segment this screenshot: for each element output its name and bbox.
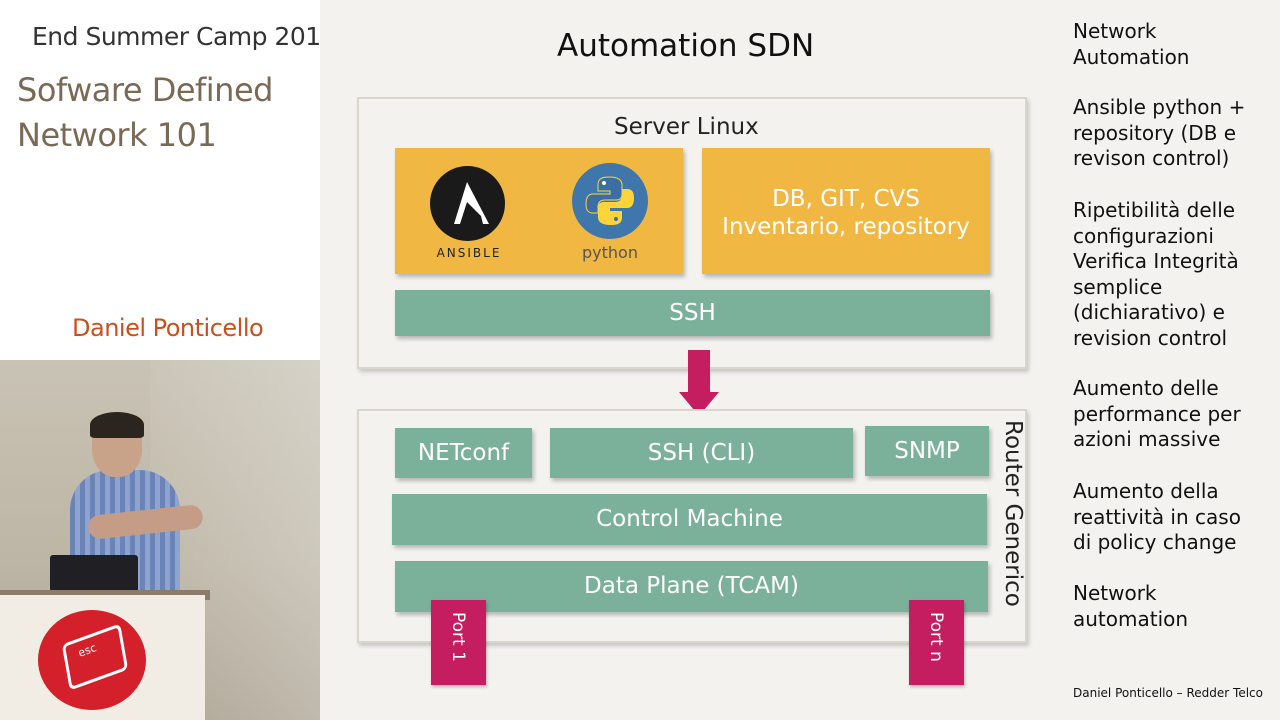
ansible-logo-icon [430, 166, 505, 241]
note-line: repository (DB e [1073, 120, 1237, 145]
note-line: Aumento delle [1073, 376, 1219, 400]
note-line: automation [1073, 606, 1189, 631]
note-ansible-python: Ansible python + repository (DB e reviso… [1073, 95, 1273, 172]
snmp-interface: SNMP [865, 426, 989, 476]
python-logo-icon [572, 163, 648, 239]
control-machine-layer: Control Machine [392, 494, 987, 545]
note-ripetibilita: Ripetibilità delle configurazioni Verifi… [1073, 198, 1273, 351]
slide-title: Automation SDN [557, 28, 815, 64]
note-line: semplice [1073, 274, 1163, 299]
speaker-name: Daniel Ponticello [72, 314, 264, 342]
note-line: Ripetibilità delle [1073, 198, 1236, 222]
note-line: Ansible python + [1073, 95, 1246, 119]
port-1: Port 1 [431, 600, 486, 685]
note-network-automation-2: Network automation [1073, 581, 1273, 632]
note-line: Verifica Integrità [1073, 249, 1239, 273]
ansible-label: ANSIBLE [436, 246, 502, 260]
note-network-automation: Network Automation [1073, 19, 1273, 70]
netconf-interface: NETconf [395, 428, 532, 478]
note-line: reattività in caso [1073, 504, 1241, 529]
note-line: performance per [1073, 401, 1241, 426]
speaker-hair [90, 412, 144, 438]
esc-logo-icon [38, 610, 146, 710]
router-generico-label: Router Generico [1000, 420, 1026, 607]
slide-footer: Daniel Ponticello – Redder Telco [1073, 686, 1263, 700]
python-label: python [582, 243, 638, 262]
talk-title: Sofware Defined Network 101 [17, 68, 273, 158]
repository-box [702, 148, 990, 274]
router-generico-label-wrap: Router Generico [1000, 420, 1030, 620]
repository-line-2: Inventario, repository [722, 214, 970, 240]
note-line: azioni massive [1073, 427, 1221, 451]
note-line: Network [1073, 581, 1157, 605]
note-line: Aumento della [1073, 479, 1219, 503]
note-line: revison control) [1073, 146, 1230, 170]
port-1-label: Port 1 [448, 612, 468, 662]
note-line: configurazioni [1073, 223, 1214, 248]
repository-line-1: DB, GIT, CVS [772, 186, 920, 212]
note-line: revision control [1073, 325, 1228, 350]
port-n: Port n [909, 600, 964, 685]
talk-info-panel [0, 0, 320, 360]
talk-title-line-2: Network 101 [17, 116, 217, 154]
ssh-cli-interface: SSH (CLI) [550, 428, 853, 478]
note-line: (dichiarativo) e [1073, 300, 1225, 324]
speaker-video-feed: esc [0, 360, 320, 720]
data-plane-layer: Data Plane (TCAM) [395, 561, 988, 612]
talk-title-line-1: Sofware Defined [17, 71, 273, 109]
note-reattivita: Aumento della reattività in caso di poli… [1073, 479, 1273, 556]
note-line: Automation [1073, 44, 1190, 69]
event-title: End Summer Camp 2018 [32, 22, 337, 51]
note-line: Network [1073, 19, 1157, 43]
down-arrow-icon [679, 350, 719, 416]
note-line: di policy change [1073, 530, 1237, 554]
server-linux-label: Server Linux [614, 114, 759, 140]
ssh-layer: SSH [395, 290, 990, 336]
note-performance: Aumento delle performance per azioni mas… [1073, 376, 1273, 453]
port-n-label: Port n [926, 612, 946, 662]
